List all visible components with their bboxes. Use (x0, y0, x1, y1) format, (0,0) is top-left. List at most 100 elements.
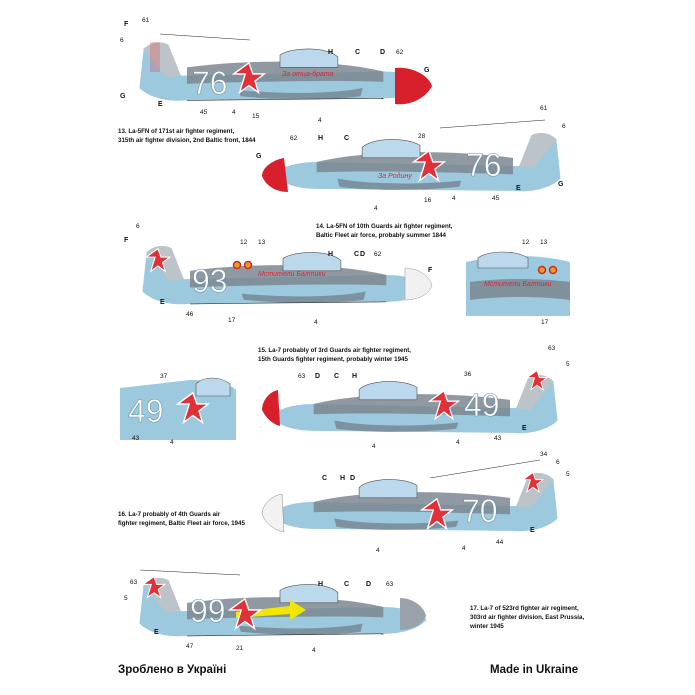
aircraft-13-profile: 76 За отца-брата F 61 6 G E 45 4 15 H C … (120, 17, 432, 124)
spinner (262, 158, 288, 192)
svg-text:E: E (158, 101, 163, 108)
svg-text:44: 44 (496, 539, 504, 546)
svg-text:4: 4 (170, 439, 174, 446)
svg-text:62: 62 (374, 251, 382, 258)
callouts: 37 4 43 (132, 373, 174, 446)
svg-text:37: 37 (160, 373, 168, 380)
svg-text:17: 17 (541, 319, 549, 326)
svg-text:C: C (354, 251, 359, 258)
slogan-inscription: Мстители Балтики (258, 271, 326, 278)
svg-text:H: H (328, 49, 333, 56)
svg-text:4: 4 (452, 195, 456, 202)
svg-text:6: 6 (120, 37, 124, 44)
slogan-inscription: За Родину (378, 172, 412, 180)
svg-text:4: 4 (374, 205, 378, 212)
spinner (261, 493, 285, 533)
detail-tail-15: 49 37 4 43 (120, 373, 236, 446)
svg-text:12: 12 (522, 239, 530, 246)
svg-text:E: E (522, 425, 527, 432)
tactical-number: 49 (128, 393, 164, 429)
svg-text:C: C (344, 135, 349, 142)
svg-text:C: C (322, 475, 327, 482)
svg-text:34: 34 (540, 451, 548, 458)
svg-text:F: F (428, 267, 433, 274)
svg-text:21: 21 (236, 645, 244, 652)
svg-text:4: 4 (462, 545, 466, 552)
svg-text:45: 45 (200, 109, 208, 116)
tactical-number: 49 (464, 387, 500, 423)
svg-text:4: 4 (376, 547, 380, 554)
svg-text:4: 4 (372, 443, 376, 450)
svg-text:E: E (516, 185, 521, 192)
callouts: C H D 34 6 5 E 44 4 4 (322, 451, 570, 554)
svg-text:15: 15 (252, 113, 260, 120)
callouts: 63 5 H C D 63 E 47 21 4 (124, 579, 394, 654)
aircraft-16-profile: 70 C H D 34 6 5 E 44 4 4 (261, 451, 570, 554)
svg-text:C: C (334, 373, 339, 380)
slogan-inscription: За отца-брата (282, 70, 334, 78)
svg-text:63: 63 (298, 373, 306, 380)
svg-text:G: G (558, 181, 564, 188)
spinner (262, 390, 280, 426)
svg-text:46: 46 (186, 311, 194, 318)
svg-text:13: 13 (540, 239, 548, 246)
svg-text:47: 47 (186, 643, 194, 650)
svg-text:D: D (315, 373, 320, 380)
svg-text:4: 4 (314, 319, 318, 326)
svg-text:6: 6 (136, 223, 140, 230)
callouts: 12 13 17 (522, 239, 549, 326)
detail-fuselage-side: Мстители Балтики 12 13 17 (466, 239, 570, 326)
tactical-number: 70 (462, 493, 498, 529)
svg-text:H: H (340, 475, 345, 482)
svg-text:E: E (530, 527, 535, 534)
aircraft-15-profile: 49 63 D C H 36 63 5 4 43 E 4 (262, 345, 570, 450)
svg-text:E: E (154, 629, 159, 636)
footer-made-in-ukraine-en: Made in Ukraine (490, 664, 579, 676)
svg-text:D: D (366, 581, 371, 588)
svg-text:45: 45 (492, 195, 500, 202)
svg-text:C: C (355, 49, 360, 56)
svg-text:C: C (344, 581, 349, 588)
svg-text:G: G (120, 93, 126, 100)
svg-text:F: F (124, 21, 129, 28)
svg-text:63: 63 (130, 579, 138, 586)
svg-text:63: 63 (386, 581, 394, 588)
svg-text:6: 6 (562, 123, 566, 130)
footer-made-in-ukraine-ua: Зроблено в Україні (118, 664, 227, 676)
caption-13: 13. La-5FN of 171st air fighter regiment… (118, 128, 256, 144)
svg-text:G: G (424, 67, 430, 74)
spinner (404, 267, 433, 301)
callouts: G 62 H C 28 61 6 G E 45 16 4 4 (256, 105, 566, 212)
svg-text:6: 6 (556, 459, 560, 466)
svg-text:17: 17 (228, 317, 236, 324)
aircraft-14-profile-b: 93 Мстители Балтики 6 F 12 13 H C D 62 F… (124, 223, 433, 326)
svg-text:D: D (350, 475, 355, 482)
svg-text:61: 61 (142, 17, 150, 24)
aircraft-17-profile: 99 63 5 H C D 63 E 47 21 4 (124, 569, 428, 654)
svg-text:4: 4 (318, 117, 322, 124)
svg-text:36: 36 (464, 371, 472, 378)
svg-text:16: 16 (424, 197, 432, 204)
svg-text:E: E (160, 299, 165, 306)
svg-text:G: G (256, 153, 262, 160)
caption-17: 17. La-7 of 523rd fighter air regiment,3… (470, 605, 585, 630)
svg-text:H: H (352, 373, 357, 380)
slogan-inscription: Мстители Балтики (484, 281, 552, 288)
callouts: F 61 6 G E 45 4 15 H C D 62 G 4 (120, 17, 430, 124)
caption-14: 14. La-5FN of 10th Guards air fighter re… (316, 223, 453, 239)
svg-text:5: 5 (566, 361, 570, 368)
svg-text:43: 43 (494, 435, 502, 442)
svg-text:62: 62 (396, 49, 404, 56)
svg-text:D: D (360, 251, 365, 258)
svg-text:H: H (318, 581, 323, 588)
svg-text:13: 13 (258, 239, 266, 246)
tactical-number: 99 (190, 593, 226, 629)
svg-text:5: 5 (124, 595, 128, 602)
svg-text:5: 5 (566, 471, 570, 478)
tactical-number: 76 (466, 147, 502, 183)
svg-text:H: H (328, 251, 333, 258)
svg-text:D: D (380, 49, 385, 56)
svg-text:4: 4 (312, 647, 316, 654)
aircraft-14-profile-a: 76 За Родину G 62 H C 28 61 6 G E 45 16 … (256, 105, 566, 212)
